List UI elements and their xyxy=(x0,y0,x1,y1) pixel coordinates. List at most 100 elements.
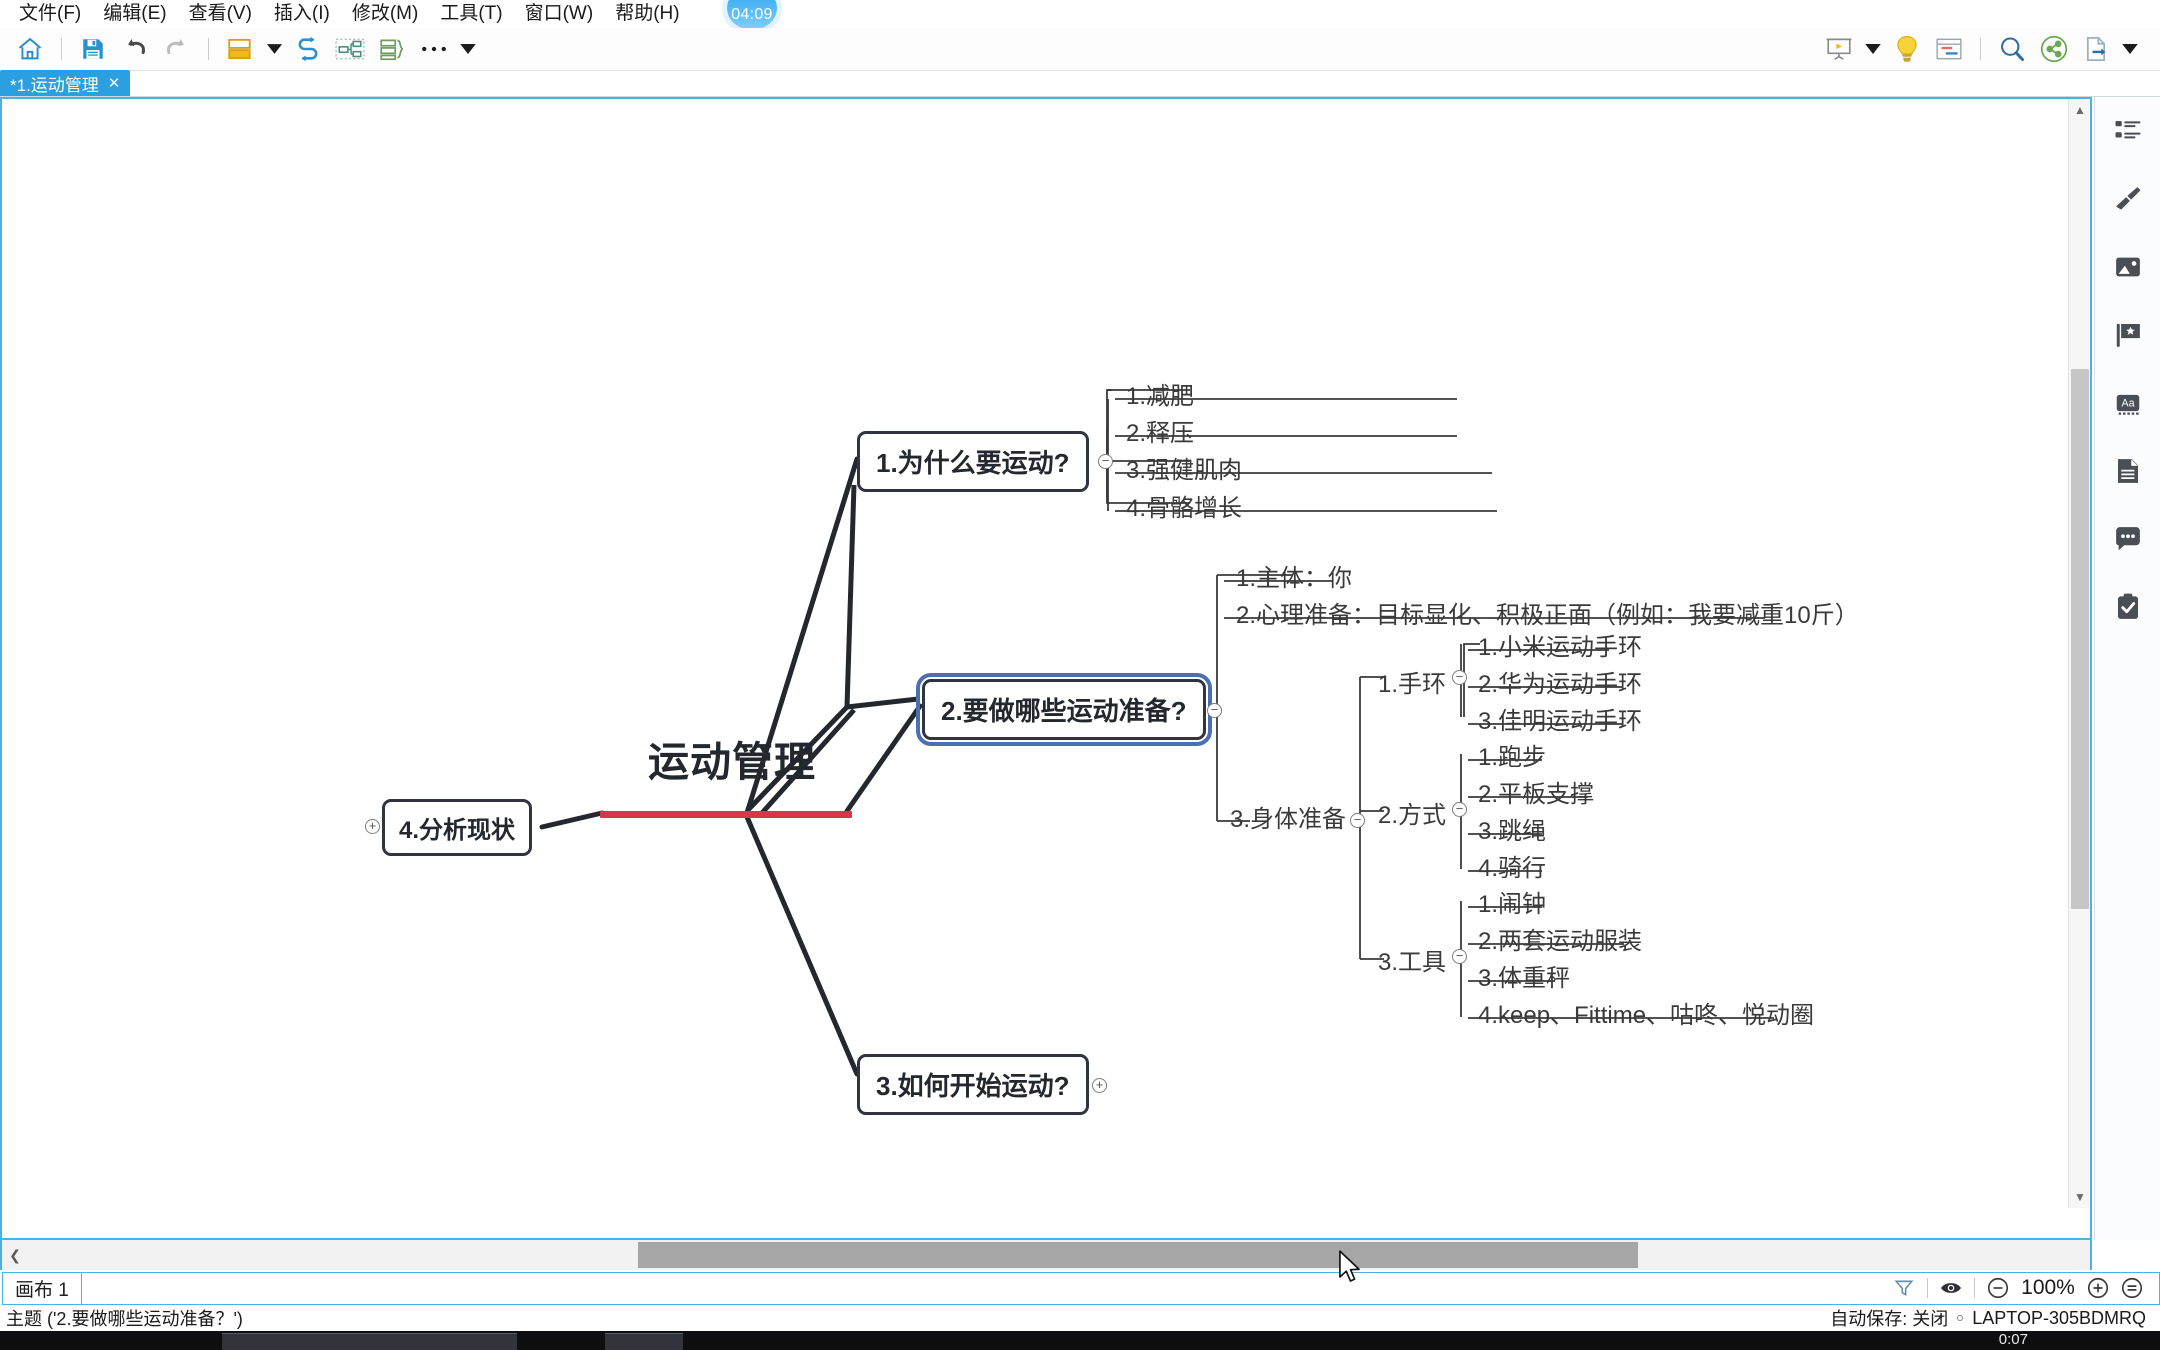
undo-icon[interactable] xyxy=(115,31,155,67)
status-autosave[interactable]: 自动保存: 关闭 xyxy=(1830,1309,1949,1329)
clock-badge[interactable]: 04:09 xyxy=(727,0,777,30)
share-icon[interactable] xyxy=(2034,31,2074,67)
taskbar-item-2[interactable] xyxy=(605,1333,683,1350)
outline-list-icon[interactable] xyxy=(2095,97,2160,165)
taskbar-item-1[interactable] xyxy=(222,1333,517,1350)
mindmap-node-relieve-stress[interactable]: 2.释压 xyxy=(1120,411,1200,452)
mindmap-node-strengthen-muscle[interactable]: 3.强健肌肉 xyxy=(1120,448,1248,489)
mindmap-node-cycling[interactable]: 4.骑行 xyxy=(1472,846,1552,887)
chevron-down-icon[interactable] xyxy=(262,31,286,67)
mindmap-node-mental-prep[interactable]: 2.心理准备：目标显化、积极正面（例如：我要减重10斤） xyxy=(1230,593,1865,634)
flag-icon[interactable] xyxy=(2095,301,2160,369)
mindmap-node-weight-scale[interactable]: 3.体重秤 xyxy=(1472,956,1576,997)
document-icon[interactable] xyxy=(2095,437,2160,505)
expand-handle-how-to-start[interactable]: + xyxy=(1092,1078,1107,1093)
status-selection: 主题 ('2.要做哪些运动准备？') xyxy=(6,1309,243,1329)
menu-window[interactable]: 窗口(W) xyxy=(524,3,594,24)
home-icon[interactable] xyxy=(10,31,50,67)
chevron-down-icon[interactable] xyxy=(1861,31,1885,67)
mindmap-root-node[interactable]: 运动管理 xyxy=(632,729,832,787)
mindmap-node-preparations[interactable]: 2.要做哪些运动准备? xyxy=(916,673,1212,746)
bracket-list-icon[interactable] xyxy=(372,31,412,67)
expand-handle-analyze-status[interactable]: + xyxy=(365,819,380,834)
menu-help[interactable]: 帮助(H) xyxy=(615,3,680,24)
mindmap-node-why-exercise[interactable]: 1.为什么要运动? xyxy=(857,431,1089,492)
mindmap-node-subject[interactable]: 1.主体：你 xyxy=(1230,556,1358,597)
zoom-out-button[interactable] xyxy=(1981,1272,2015,1305)
close-icon[interactable]: ✕ xyxy=(107,75,121,92)
scroll-left-icon[interactable]: ❮ xyxy=(9,1246,21,1263)
collapse-handle-preparations[interactable]: − xyxy=(1207,703,1222,718)
scroll-up-icon[interactable]: ▲ xyxy=(2074,103,2086,117)
canvas-vertical-scrollbar[interactable]: ▲ ▼ xyxy=(2068,99,2090,1208)
gantt-icon[interactable] xyxy=(1929,31,1969,67)
menu-view[interactable]: 查看(V) xyxy=(188,3,252,24)
mindmap-node-alarm-clock[interactable]: 1.闹钟 xyxy=(1472,882,1552,923)
swap-icon[interactable] xyxy=(288,31,328,67)
layout-icon[interactable] xyxy=(220,31,260,67)
sheet-tab-canvas1[interactable]: 画布 1 xyxy=(2,1271,82,1305)
export-icon[interactable] xyxy=(2076,31,2116,67)
node-label: 1.为什么要运动? xyxy=(876,448,1070,478)
canvas-horizontal-scrollbar[interactable]: ❮ xyxy=(0,1240,2092,1270)
collapse-handle-wristband[interactable]: − xyxy=(1452,670,1467,685)
mindmap-node-xiaomi-band[interactable]: 1.小米运动手环 xyxy=(1472,625,1648,666)
collapse-handle-why-exercise[interactable]: − xyxy=(1098,454,1113,469)
mindmap-canvas[interactable]: 运动管理 1.为什么要运动? − 1.减肥 2.释压 3.强健肌肉 4.骨骼增长 xyxy=(2,99,2072,1209)
mindmap-node-plank[interactable]: 2.平板支撑 xyxy=(1472,772,1600,813)
eye-icon[interactable] xyxy=(1934,1272,1968,1305)
filter-icon[interactable] xyxy=(1887,1272,1921,1305)
more-dots-icon[interactable] xyxy=(414,31,454,67)
clipboard-check-icon[interactable] xyxy=(2095,573,2160,641)
presentation-icon[interactable] xyxy=(1819,31,1859,67)
sheet-tab-empty-area[interactable] xyxy=(81,1271,1887,1305)
mindmap-node-analyze-status[interactable]: 4.分析现状 xyxy=(382,799,533,856)
menu-file[interactable]: 文件(F) xyxy=(19,3,82,24)
horizontal-scroll-thumb[interactable] xyxy=(638,1242,1638,1268)
document-tab[interactable]: *1.运动管理 ✕ xyxy=(0,70,131,96)
chevron-down-icon[interactable] xyxy=(456,31,480,67)
mindmap-node-methods[interactable]: 2.方式 xyxy=(1374,793,1450,832)
mindmap-node-bone-growth[interactable]: 4.骨骼增长 xyxy=(1120,486,1248,527)
horizontal-scroll-track[interactable] xyxy=(28,1241,2090,1269)
scroll-down-icon[interactable]: ▼ xyxy=(2074,1190,2086,1204)
redo-icon[interactable] xyxy=(157,31,197,67)
mindmap-node-jump-rope[interactable]: 3.跳绳 xyxy=(1472,809,1552,850)
menu-edit[interactable]: 编辑(E) xyxy=(103,3,167,24)
menu-insert[interactable]: 插入(I) xyxy=(273,3,330,24)
chevron-down-icon[interactable] xyxy=(2118,31,2142,67)
brush-icon[interactable] xyxy=(2095,165,2160,233)
menu-modify[interactable]: 修改(M) xyxy=(351,3,419,24)
comment-icon[interactable] xyxy=(2095,505,2160,573)
mindmap-node-sportswear[interactable]: 2.两套运动服装 xyxy=(1472,919,1648,960)
mindmap-node-lose-weight[interactable]: 1.减肥 xyxy=(1120,374,1200,415)
toolbar-left-group xyxy=(0,31,480,67)
menu-tools[interactable]: 工具(T) xyxy=(440,3,503,24)
fit-to-screen-button[interactable] xyxy=(2115,1272,2149,1305)
collapse-handle-physical-prep[interactable]: − xyxy=(1350,813,1365,828)
vertical-scroll-thumb[interactable] xyxy=(2071,369,2089,909)
node-label: 3.强健肌肉 xyxy=(1126,457,1243,484)
mindmap-node-garmin-band[interactable]: 3.佳明运动手环 xyxy=(1472,699,1648,740)
toolbar-separator xyxy=(208,38,209,60)
status-bar: 主题 ('2.要做哪些运动准备？') 自动保存: 关闭 LAPTOP-305BD… xyxy=(0,1305,2160,1331)
save-icon[interactable] xyxy=(73,31,113,67)
zoom-in-button[interactable] xyxy=(2081,1272,2115,1305)
mindmap-node-tools[interactable]: 3.工具 xyxy=(1374,940,1450,979)
mindmap-node-fitness-apps[interactable]: 4.keep、Fittime、咕咚、悦动圈 xyxy=(1472,993,1820,1034)
structure-icon[interactable] xyxy=(330,31,370,67)
search-icon[interactable] xyxy=(1992,31,2032,67)
node-label: 2.要做哪些运动准备? xyxy=(941,696,1187,726)
lightbulb-icon[interactable] xyxy=(1887,31,1927,67)
image-icon[interactable] xyxy=(2095,233,2160,301)
mindmap-node-huawei-band[interactable]: 2.华为运动手环 xyxy=(1472,662,1648,703)
collapse-handle-tools[interactable]: − xyxy=(1452,949,1467,964)
sheet-tab-label: 画布 1 xyxy=(15,1279,69,1301)
text-aa-icon[interactable]: Aa xyxy=(2095,369,2160,437)
zoom-level-label[interactable]: 100% xyxy=(2021,1276,2075,1299)
mindmap-node-running[interactable]: 1.跑步 xyxy=(1472,735,1552,776)
mindmap-node-how-to-start[interactable]: 3.如何开始运动? xyxy=(857,1054,1089,1115)
mindmap-node-physical-prep[interactable]: 3.身体准备 xyxy=(1226,797,1350,836)
collapse-handle-methods[interactable]: − xyxy=(1452,802,1467,817)
mindmap-node-wristband[interactable]: 1.手环 xyxy=(1374,662,1450,701)
